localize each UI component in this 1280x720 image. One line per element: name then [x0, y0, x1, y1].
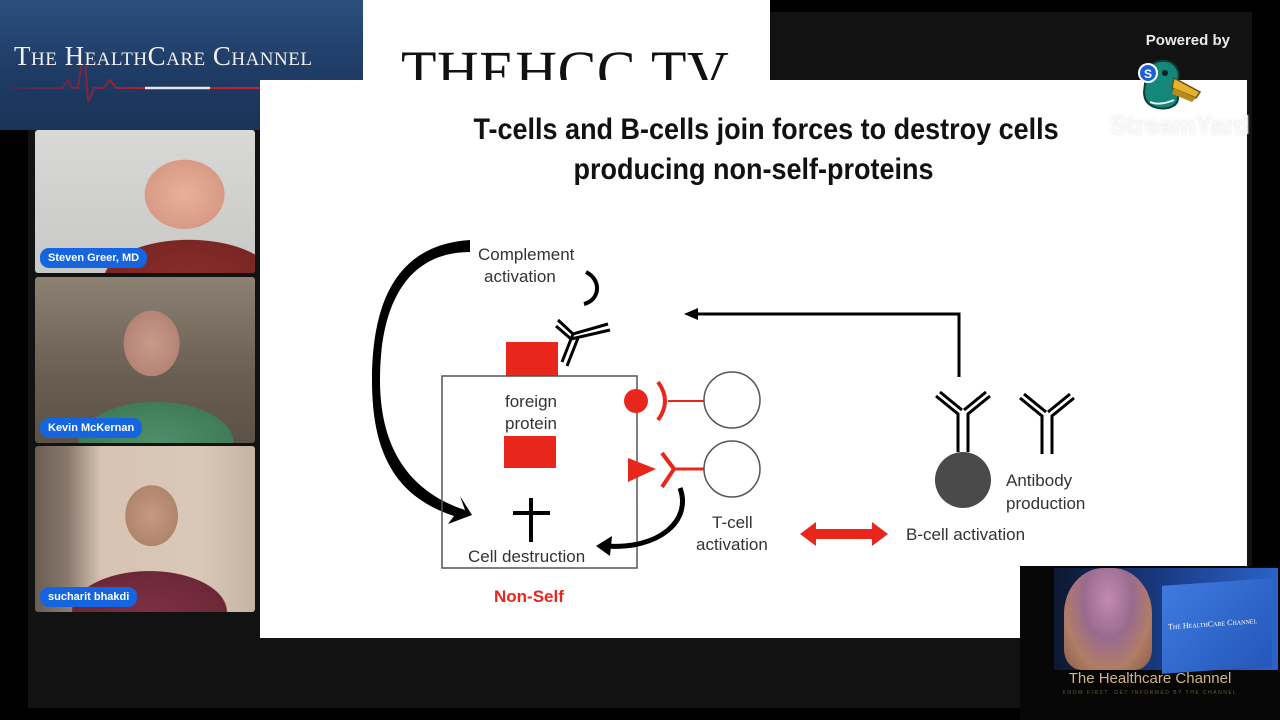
- non-self-label: Non-Self: [494, 587, 564, 606]
- promo-video-frame: The HealthCare Channel: [1054, 568, 1278, 674]
- mhc-red-triangle: [628, 458, 656, 482]
- red-double-arrow: [800, 522, 888, 546]
- antibody-label-2: production: [1006, 494, 1085, 513]
- internal-foreign-protein: [504, 436, 556, 468]
- promo-caption: The Healthcare Channel: [1068, 670, 1232, 687]
- presentation-slide: T-cells and B-cells join forces to destr…: [260, 80, 1247, 638]
- b-cell-antibody-icon: [935, 390, 991, 452]
- participant-name-badge: Steven Greer, MD: [40, 248, 148, 268]
- free-antibody-icon: [1019, 392, 1075, 454]
- channel-promo-video[interactable]: The HealthCare Channel The Healthcare Ch…: [1020, 566, 1280, 720]
- bcell-label: B-cell activation: [906, 525, 1025, 544]
- complement-label-2: activation: [484, 267, 556, 286]
- foreign-label-2: protein: [505, 414, 557, 433]
- promo-screen: The HealthCare Channel: [1162, 578, 1272, 674]
- antibody-label-1: Antibody: [1006, 471, 1073, 490]
- immune-diagram: Complement activation foreign protein Ce…: [372, 240, 1085, 606]
- complement-to-destruction-arrow: [372, 240, 472, 524]
- tcell-label-1: T-cell: [712, 513, 753, 532]
- participant-tile-sucharit-bhakdi[interactable]: sucharit bhakdi: [35, 446, 255, 612]
- participant-video: [35, 277, 255, 443]
- death-cross-icon: [513, 498, 550, 542]
- participant-video: [35, 446, 255, 612]
- slide-title-line1: T-cells and B-cells join forces to destr…: [473, 113, 1059, 146]
- complement-label-1: Complement: [478, 245, 575, 264]
- b-cell: [935, 452, 991, 508]
- heartbeat-line-icon: [10, 66, 350, 103]
- surface-foreign-protein: [506, 342, 558, 376]
- channel-name: The HealthCare Channel: [14, 41, 313, 71]
- tcr-receptor-2: [660, 451, 704, 489]
- promo-head-graphic: [1064, 568, 1152, 670]
- participant-name-badge: Kevin McKernan: [40, 418, 143, 438]
- slide-title: T-cells and B-cells join forces to destr…: [309, 110, 1197, 190]
- tcr-receptor-1: [656, 380, 667, 422]
- bound-antibody-icon: [555, 318, 611, 367]
- antibody-feedback-arrow: [694, 312, 961, 377]
- complement-curl-arrow: [583, 270, 599, 306]
- participant-name-badge: sucharit bhakdi: [40, 587, 138, 607]
- participant-tile-kevin-mckernan[interactable]: Kevin McKernan: [35, 277, 255, 443]
- streamyard-duck-logo-icon: S: [1138, 59, 1202, 110]
- promo-mini-logo: The HealthCare Channel: [1168, 616, 1258, 632]
- t-cell-2: [703, 440, 761, 498]
- foreign-label-1: foreign: [505, 392, 557, 411]
- mhc-red-circle: [624, 389, 648, 413]
- participant-tile-steven-greer[interactable]: Steven Greer, MD: [35, 130, 255, 273]
- cell-destruction-label: Cell destruction: [468, 547, 585, 566]
- tcell-label-2: activation: [696, 535, 768, 554]
- promo-subcaption: KNOW FIRST. GET INFORMED BY THE CHANNEL: [1062, 690, 1238, 696]
- streamyard-wordmark: StreamYard: [1110, 110, 1250, 140]
- slide-title-line2: producing non-self-proteins: [573, 153, 934, 186]
- t-cell-1: [703, 371, 761, 429]
- streamyard-logo-letter: S: [1144, 67, 1152, 81]
- powered-by-label: Powered by: [1145, 32, 1230, 49]
- tcell-to-destruction-arrow: [604, 487, 685, 549]
